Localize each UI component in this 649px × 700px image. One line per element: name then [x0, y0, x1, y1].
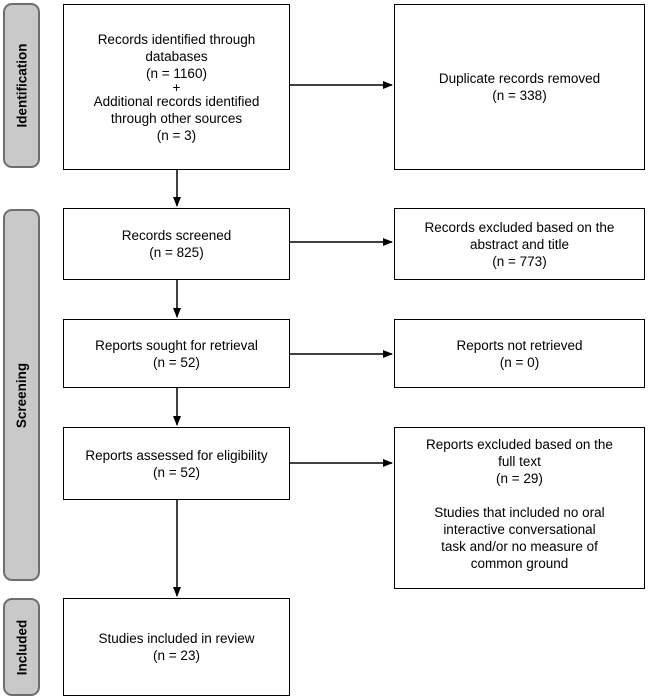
records-excluded-line-3: (n = 773) [492, 253, 547, 269]
reports-not-retrieved-box: Reports not retrieved (n = 0) [394, 319, 645, 388]
records-excluded-line-1: Records excluded based on the [424, 219, 615, 235]
reports-not-retrieved-line-1: Reports not retrieved [456, 337, 583, 353]
reports-sought-box: Reports sought for retrieval (n = 52) [63, 319, 290, 388]
stage-screening: Screening [3, 209, 40, 581]
records-identified-box: Records identified through databases (n … [63, 4, 290, 170]
reports-excluded-spacer [426, 487, 613, 504]
reports-excluded-line-6: interactive conversational [443, 522, 596, 537]
studies-included-line-2: (n = 23) [153, 648, 200, 663]
reports-excluded-line-2: full text [498, 454, 541, 469]
reports-excluded-box: Reports excluded based on the full text … [394, 427, 645, 589]
records-identified-line-3: (n = 1160) [146, 65, 207, 81]
duplicates-removed-line-1: Duplicate records removed [438, 71, 601, 86]
reports-sought-line-2: (n = 52) [153, 354, 200, 370]
stage-included: Included [3, 598, 40, 696]
records-identified-line-5: Additional records identified [93, 93, 260, 109]
reports-excluded-line-3: (n = 29) [496, 471, 543, 486]
reports-assessed-box: Reports assessed for eligibility (n = 52… [63, 427, 290, 500]
studies-included-box: Studies included in review (n = 23) [63, 598, 290, 696]
records-identified-line-6: through other sources [110, 110, 243, 126]
records-screened-line-2: (n = 825) [149, 245, 204, 260]
records-identified-line-7: (n = 3) [156, 127, 197, 143]
reports-excluded-line-1: Reports excluded based on the [426, 437, 613, 452]
duplicates-removed-line-2: (n = 338) [492, 88, 547, 103]
reports-not-retrieved-line-2: (n = 0) [499, 354, 540, 370]
studies-included-line-1: Studies included in review [98, 631, 255, 646]
reports-assessed-line-1: Reports assessed for eligibility [85, 447, 268, 463]
records-screened-box: Records screened (n = 825) [63, 208, 290, 280]
records-excluded-line-2: abstract and title [469, 236, 570, 252]
records-screened-line-1: Records screened [121, 228, 232, 243]
records-identified-line-4: + [172, 79, 181, 95]
reports-excluded-line-7: task and/or no measure of [441, 539, 598, 554]
stage-identification: Identification [3, 3, 40, 168]
reports-sought-line-1: Reports sought for retrieval [95, 337, 258, 353]
records-identified-line-1: Records identified through [97, 31, 256, 47]
duplicates-removed-box: Duplicate records removed (n = 338) [394, 4, 645, 170]
reports-assessed-line-2: (n = 52) [153, 464, 200, 480]
reports-excluded-line-8: common ground [470, 556, 569, 571]
reports-excluded-line-5: Studies that included no oral [434, 505, 605, 520]
records-excluded-box: Records excluded based on the abstract a… [394, 208, 645, 280]
records-identified-line-2: databases [145, 48, 208, 64]
